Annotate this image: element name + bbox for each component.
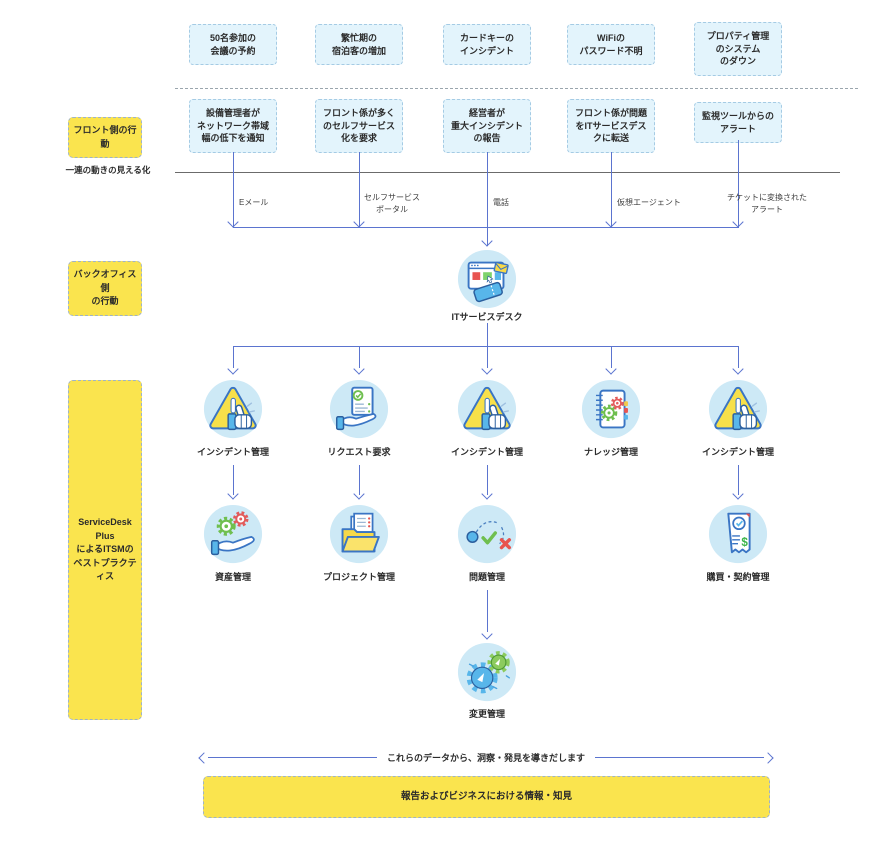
collector-bar (233, 227, 738, 228)
channel-label: 仮想エージェント (617, 198, 681, 207)
lane-label-itsm: ServiceDesk Plus によるITSMの ベストプラクティス (68, 380, 142, 720)
arrowhead-down (731, 363, 744, 375)
arrowhead-down (731, 216, 744, 228)
connector-line (358, 152, 360, 228)
scenario-action-divider (175, 88, 858, 89)
action-box: 経営者が 重大インシデント の報告 (443, 99, 531, 153)
arrowhead-down (480, 628, 493, 640)
scenario-box: 50名参加の 会議の予約 (189, 24, 277, 66)
action-box: フロント係が問題 をITサービスデス クに転送 (567, 99, 655, 153)
arrowhead-right (762, 751, 774, 764)
arrowhead-down (480, 488, 493, 500)
arrowhead-down (226, 363, 239, 375)
process-label: 資産管理 (214, 572, 251, 582)
connector-line (232, 346, 234, 368)
folder-documents-icon (328, 503, 390, 565)
connector-line (486, 152, 488, 246)
receipt-check-dollar-icon (707, 503, 769, 565)
process-label: プロジェクト管理 (322, 572, 395, 582)
connector-line (232, 152, 234, 228)
connector-line (486, 346, 488, 368)
channel-label: セルフサービス ポータル (364, 193, 420, 214)
process-label: リクエスト要求 (327, 447, 391, 457)
notebook-gears-icon (580, 378, 642, 440)
insight-arrow-label: これらのデータから、洞察・発見を導きだします (387, 753, 586, 763)
gears-on-hand-icon (202, 503, 264, 565)
process-label: 問題管理 (468, 572, 505, 582)
scenario-box: 繁忙期の 宿泊客の増加 (315, 24, 403, 66)
arrowhead-down (604, 363, 617, 375)
warning-triangle-thumbs-up-icon (707, 378, 769, 440)
channel-label: チケットに変換された アラート (727, 193, 807, 214)
lane-label-backoffice: バックオフィス側 の行動 (68, 261, 142, 316)
action-box: フロント係が多く のセルフサービス 化を要求 (315, 99, 403, 153)
arrowhead-down (480, 363, 493, 375)
scenario-box: プロパティ管理 のシステム のダウン (694, 22, 782, 76)
arrow-line (208, 757, 377, 758)
it-service-desk-icon (456, 248, 518, 310)
connector-line (486, 590, 488, 632)
process-label: 購買・契約管理 (706, 572, 770, 582)
visibility-line (175, 172, 840, 173)
warning-triangle-thumbs-up-icon (202, 378, 264, 440)
connector-line (737, 346, 739, 368)
warning-triangle-thumbs-up-icon (456, 378, 518, 440)
arrowhead-down (352, 216, 365, 228)
process-label: インシデント管理 (450, 447, 523, 457)
process-label: ナレッジ管理 (583, 447, 638, 457)
arrowhead-down (226, 216, 239, 228)
path-check-cross-icon (456, 503, 518, 565)
scenario-box: カードキーの インシデント (443, 24, 531, 66)
channel-label: Eメール (239, 198, 269, 207)
connector-line (610, 152, 612, 228)
process-label: インシデント管理 (196, 447, 269, 457)
connector-line (486, 323, 488, 346)
connector-line (486, 465, 488, 495)
connector-line (358, 465, 360, 495)
action-box: 監視ツールからの アラート (694, 102, 782, 144)
arrowhead-down (480, 235, 493, 247)
report-box: 報告およびビジネスにおける情報・知見 (203, 776, 770, 818)
arrowhead-left (198, 751, 210, 764)
connector-line (737, 465, 739, 495)
document-on-hand-icon (328, 378, 390, 440)
channel-label: 電話 (493, 198, 509, 207)
arrowhead-down (731, 488, 744, 500)
process-label: インシデント管理 (701, 447, 774, 457)
arrowhead-down (226, 488, 239, 500)
process-label: 変更管理 (468, 709, 505, 719)
action-box: 設備管理者が ネットワーク帯域 幅の低下を通知 (189, 99, 277, 153)
lane-label-front: フロント側の行動 (68, 117, 142, 158)
insight-arrow: これらのデータから、洞察・発見を導きだします (198, 751, 774, 764)
lane-label-visibility: 一連の動きの見える化 (65, 165, 151, 175)
connector-line (358, 346, 360, 368)
arrowhead-down (352, 488, 365, 500)
arrowhead-down (604, 216, 617, 228)
scenario-box: WiFiの パスワード不明 (567, 24, 655, 66)
gears-change-icon (456, 641, 518, 703)
connector-line (610, 346, 612, 368)
arrowhead-down (352, 363, 365, 375)
connector-line (232, 465, 234, 495)
branch-bar (233, 346, 738, 347)
arrow-line (595, 757, 765, 758)
service-desk-label: ITサービスデスク (451, 312, 523, 322)
connector-line (737, 140, 739, 228)
